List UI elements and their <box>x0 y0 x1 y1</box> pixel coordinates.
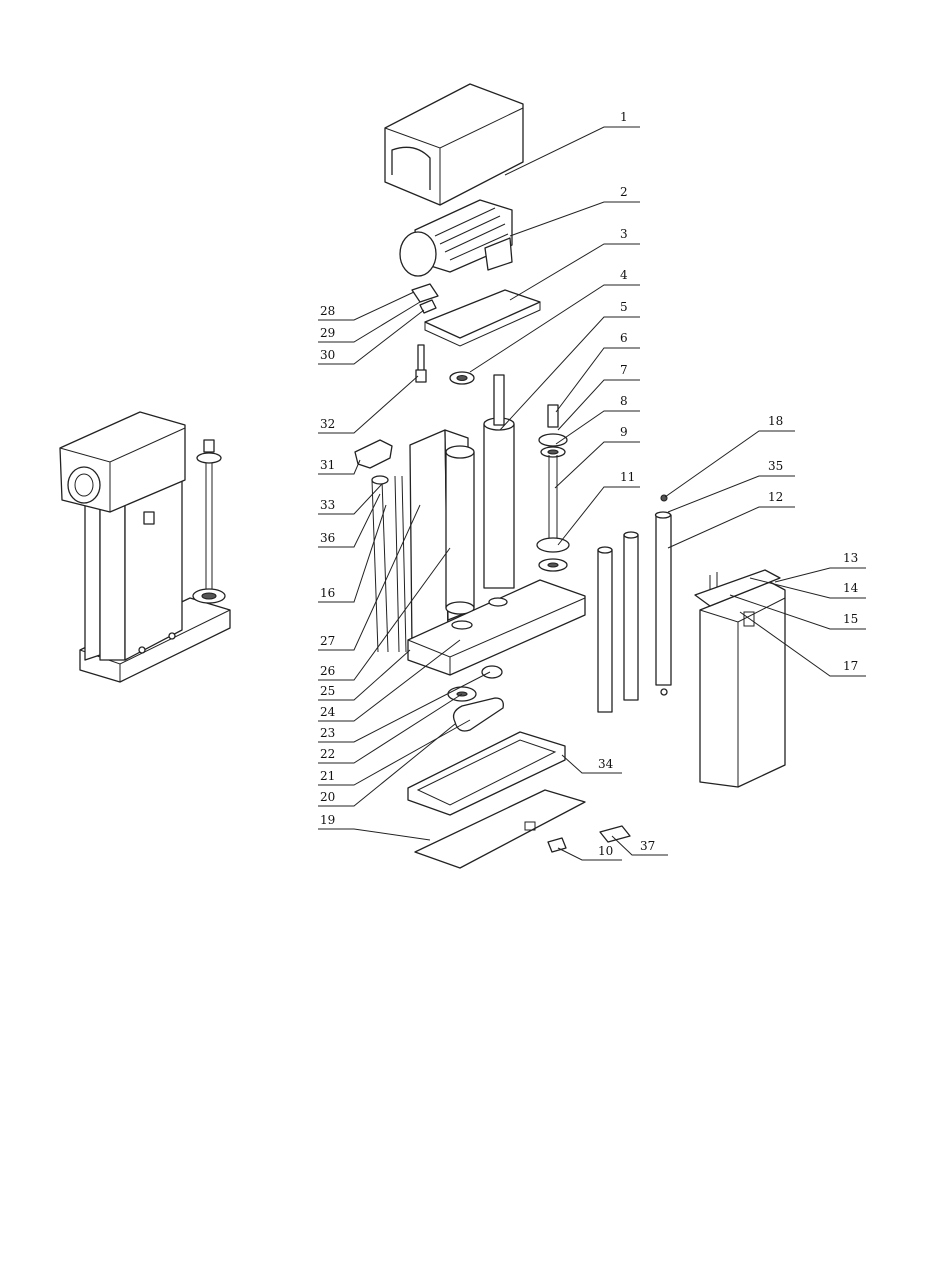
part-3-motor-plate <box>425 290 540 338</box>
part-12-column <box>656 515 671 685</box>
part-5-spindle <box>484 424 514 588</box>
part-31-bracket <box>355 440 392 468</box>
exploded-parts-view <box>355 84 785 868</box>
callout-30: 30 <box>320 348 335 362</box>
part-roller <box>446 452 474 608</box>
callout-9: 9 <box>620 425 628 439</box>
callout-29: 29 <box>320 326 335 340</box>
callout-37: 37 <box>640 839 655 853</box>
callout-2: 2 <box>620 185 628 199</box>
part-20-belt <box>454 698 504 731</box>
callout-17: 17 <box>843 659 858 673</box>
callout-27: 27 <box>320 634 335 648</box>
callout-21: 21 <box>320 769 335 783</box>
callout-26: 26 <box>320 664 335 678</box>
callout-6: 6 <box>620 331 628 345</box>
callout-20: 20 <box>320 790 335 804</box>
callout-25: 25 <box>320 684 335 698</box>
callout-3: 3 <box>620 227 628 241</box>
callout-22: 22 <box>320 747 335 761</box>
callout-28: 28 <box>320 304 335 318</box>
callout-11: 11 <box>620 470 635 484</box>
callout-15: 15 <box>843 612 858 626</box>
callout-16: 16 <box>320 586 335 600</box>
assembled-machine-view <box>60 412 230 682</box>
callout-1: 1 <box>620 110 628 124</box>
callout-19: 19 <box>320 813 335 827</box>
callout-32: 32 <box>320 417 335 431</box>
callout-7: 7 <box>620 363 628 377</box>
callout-35: 35 <box>768 459 783 473</box>
part-2-motor <box>400 200 512 276</box>
callout-23: 23 <box>320 726 335 740</box>
callout-4: 4 <box>620 268 628 282</box>
part-1-motor-cover <box>385 84 523 205</box>
callout-14: 14 <box>843 581 859 595</box>
callout-12: 12 <box>768 490 783 504</box>
callout-18: 18 <box>768 414 783 428</box>
callout-5: 5 <box>620 300 628 314</box>
callout-24: 24 <box>320 705 336 719</box>
part-27-column <box>410 430 448 650</box>
callout-13: 13 <box>843 551 858 565</box>
callout-10: 10 <box>598 844 613 858</box>
callout-31: 31 <box>320 458 335 472</box>
part-housing <box>700 582 785 787</box>
callout-33: 33 <box>320 498 335 512</box>
callout-34: 34 <box>598 757 614 771</box>
callout-8: 8 <box>620 394 628 408</box>
callout-36: 36 <box>320 531 335 545</box>
